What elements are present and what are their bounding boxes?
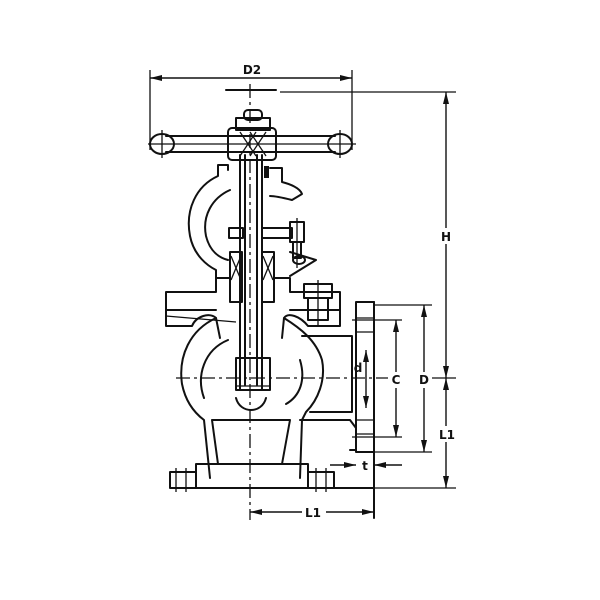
dimension-L1-horizontal: L1	[250, 504, 374, 520]
dimension-D: D	[374, 304, 432, 453]
dimension-d: d	[354, 350, 369, 408]
stem	[239, 154, 269, 391]
dimension-C: C	[352, 319, 404, 438]
label-L1-vertical: L1	[439, 428, 455, 442]
dimension-L1-vertical: L1	[374, 377, 458, 489]
valve-body	[169, 301, 375, 519]
label-L1-horizontal: L1	[305, 506, 321, 520]
dimension-t: t	[330, 459, 402, 473]
label-D: D	[419, 373, 429, 387]
handwheel	[148, 89, 356, 161]
label-H: H	[441, 230, 451, 244]
label-t: t	[362, 459, 368, 473]
label-d: d	[354, 361, 363, 375]
dimension-H: H	[280, 91, 456, 378]
label-C: C	[392, 373, 401, 387]
yoke	[187, 164, 303, 279]
dimension-D2: D2	[149, 62, 353, 150]
bonnet	[165, 218, 341, 339]
label-D2: D2	[243, 63, 261, 77]
centerlines	[176, 84, 400, 520]
